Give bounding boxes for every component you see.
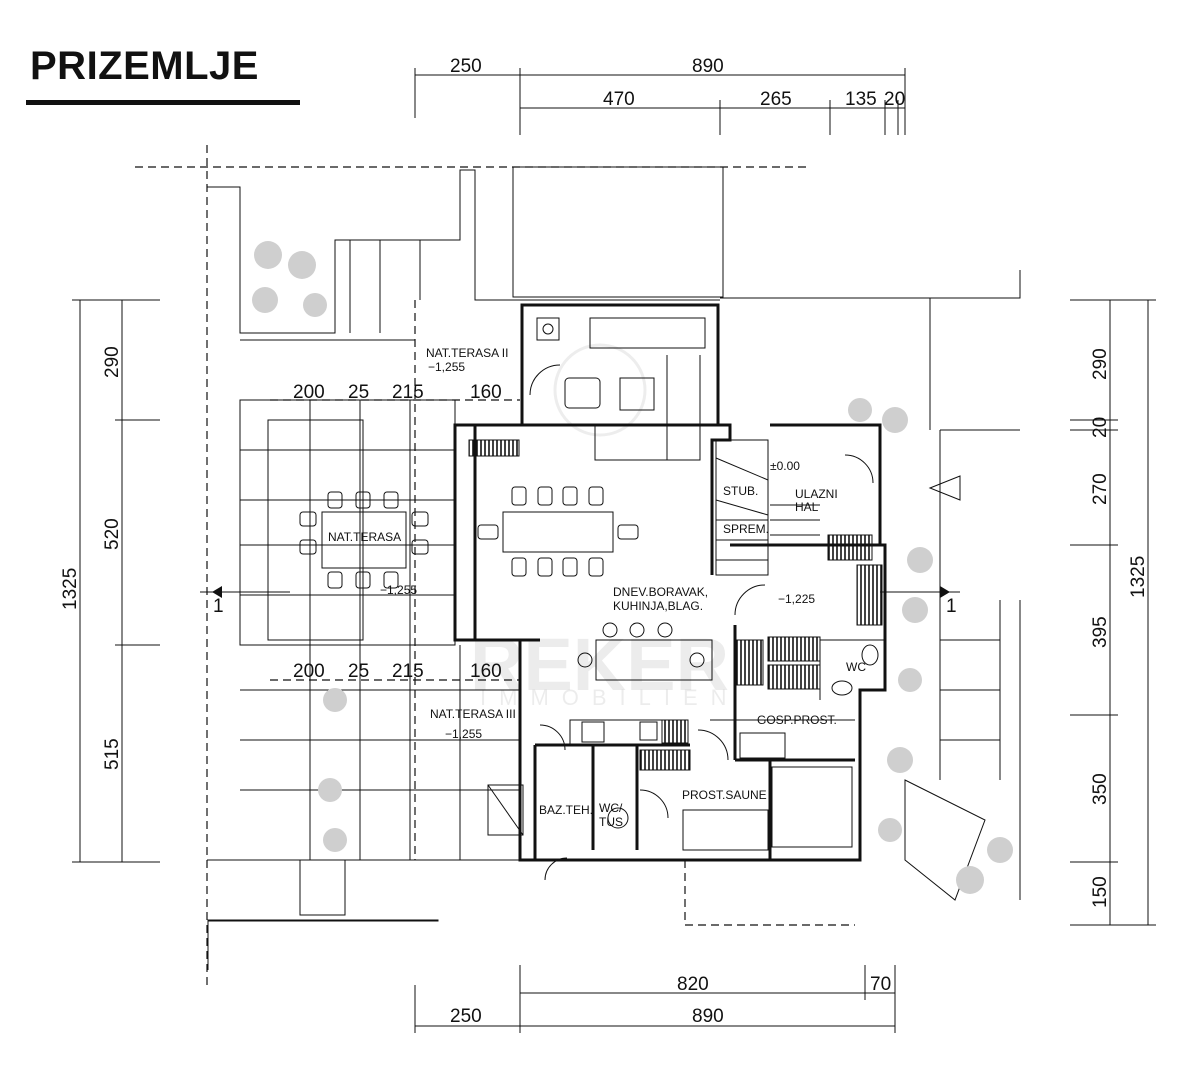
dim-label: 270 [1090,473,1111,505]
dining-table [502,511,614,553]
dining-chairs [477,486,639,577]
dim-label: 215 [392,661,424,682]
armchair [564,377,601,409]
terrace-grid [207,240,520,861]
dim-label: 160 [470,382,502,403]
dim-label: 520 [102,518,123,550]
dim-label: 515 [102,738,123,770]
dim-label: 395 [1090,616,1111,648]
level-label: −1,255 [445,727,482,741]
dim-label: 25 [348,661,369,682]
dim-label: 25 [348,382,369,403]
furniture [477,317,879,881]
section-marker-label: 1 [213,596,224,617]
room-label-stairs: STUB. [723,484,758,498]
door-swing [544,857,568,881]
level-label: ±0.00 [770,459,800,473]
dim-label: 890 [692,56,724,77]
left-dimensions: 290 520 515 1325 [60,299,160,863]
dim-label: 160 [470,661,502,682]
level-label: −1,255 [428,360,465,374]
sauna-bench [682,809,769,851]
wc-toilet [607,807,629,829]
dim-label: 820 [677,974,709,995]
dim-label: 1325 [60,568,81,610]
room-labels: NAT.TERASA II −1,255 NAT.TERASA −1,255 N… [328,346,866,829]
plan-title: PRIZEMLJE [30,44,259,88]
sauna [771,766,853,848]
dim-label: 200 [293,382,325,403]
coffee-table [619,377,655,411]
dim-label: 150 [1090,876,1111,908]
dim-label: 250 [450,1006,482,1027]
inner-dimensions: 200 25 215 160 200 25 215 160 [293,382,502,682]
room-label-wc-shower-2: TUS [599,815,623,829]
dim-label: 20 [1090,417,1111,438]
terrace-table [299,491,429,589]
bottom-dimensions: 820 70 250 890 [414,965,896,1033]
site-outline [207,166,1021,970]
room-label-living-2: KUHINJA,BLAG. [613,599,703,613]
dim-label: 1325 [1128,556,1149,598]
dim-label: 70 [870,974,891,995]
door-swing [734,584,766,616]
right-dimensions: 290 20 270 395 350 150 1325 [1070,299,1156,926]
boundary-lines [135,145,855,990]
room-label-storage: SPREM. [723,522,769,536]
level-label: −1,225 [778,592,815,606]
dim-label: 470 [603,89,635,110]
room-label-utility: GOSP.PROST. [757,713,837,727]
room-label-wc-shower: WC/ [599,801,623,815]
section-markers: 1 1 [200,586,960,617]
staircase [715,439,820,576]
right-walkway [904,429,1021,901]
kitchen-counter [569,719,663,746]
entry-arrow-icon [928,475,961,501]
dim-label: 350 [1090,773,1111,805]
door-swing [697,729,729,761]
dim-label: 290 [102,346,123,378]
dim-label: 250 [450,56,482,77]
dim-label: 200 [293,661,325,682]
dim-label: 215 [392,382,424,403]
toilet [831,680,853,696]
dim-label: 890 [692,1006,724,1027]
fireplace [536,317,560,341]
dim-label: 265 [760,89,792,110]
top-dimensions: 250 890 470 265 135 20 [414,56,906,135]
door-swing [639,789,669,819]
room-label-entry-2: HAL [795,500,819,514]
sofa [594,424,701,461]
dim-label: 20 [884,89,905,110]
kitchen-island [595,639,713,681]
room-label-wc: WC [846,660,866,674]
door-swing [539,724,566,751]
dim-label: 290 [1090,348,1111,380]
room-label-terrace-2: NAT.TERASA II [426,346,508,360]
room-label-living: DNEV.BORAVAK, [613,585,708,599]
door-swing [844,454,874,484]
room-label-sauna: PROST.SAUNE [682,788,767,802]
room-label-terrace: NAT.TERASA [328,530,401,544]
watermark-text: REKER [470,623,729,706]
title-underline [26,100,300,105]
door-swing [529,364,561,396]
room-label-terrace-3: NAT.TERASA III [430,707,516,721]
dim-label: 135 [845,89,877,110]
hatched-elements [468,439,883,771]
section-marker-label: 1 [946,596,957,617]
building-walls [453,303,887,862]
level-label: −1,255 [380,583,417,597]
plants [252,241,1013,894]
room-label-entry: ULAZNI [795,487,838,501]
room-label-pool-tech: BAZ.TEH. [539,803,593,817]
